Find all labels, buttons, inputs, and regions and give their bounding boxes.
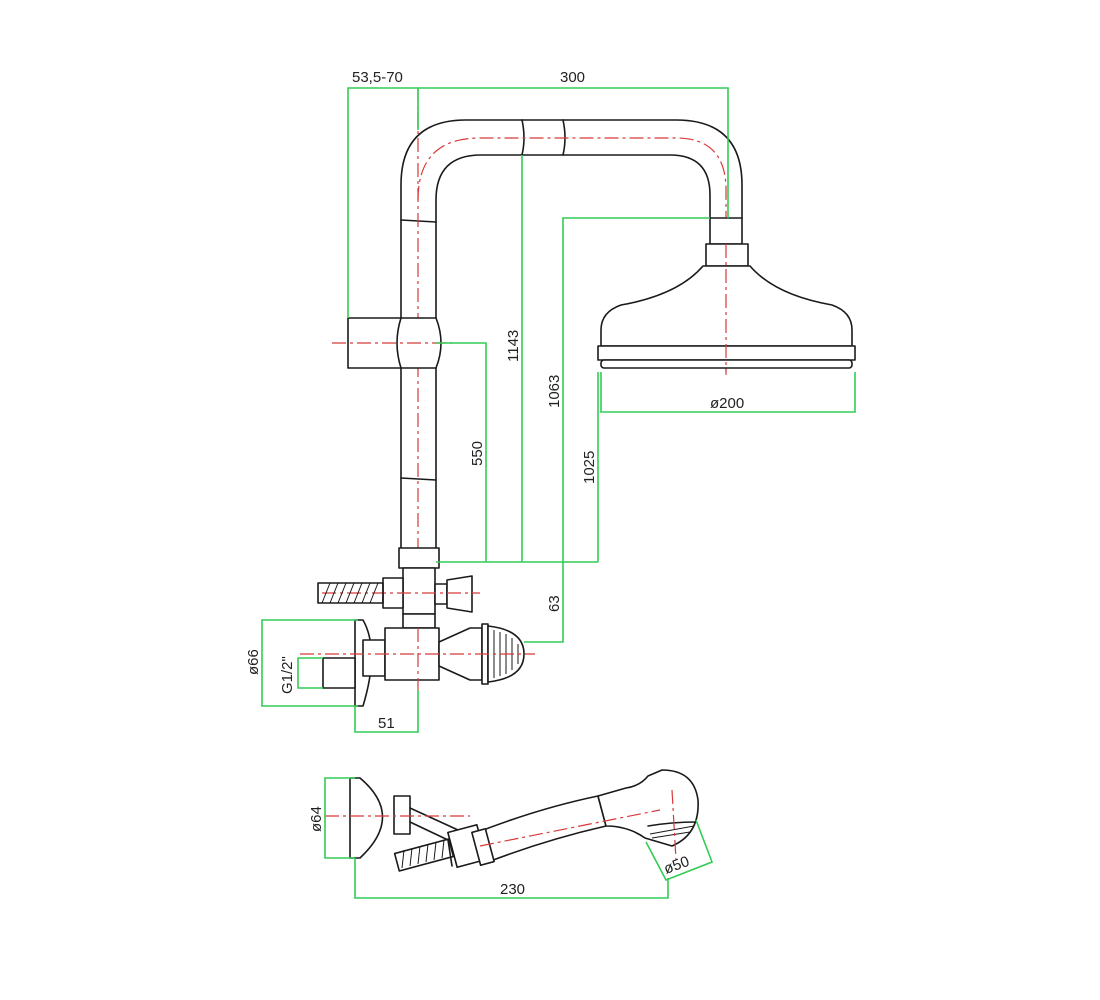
dim-handset-head-diameter: ø50 [662, 853, 692, 878]
diverter-valve [322, 547, 480, 615]
dim-arm-offset: 53,5-70 [352, 69, 403, 86]
dimension-labels: 53,5-70 300 1143 1063 550 1025 ø200 63 ø… [245, 69, 744, 898]
dim-flange-diameter: ø66 [245, 649, 262, 675]
slider-bracket [332, 317, 452, 369]
dim-head-height: 1063 [546, 375, 563, 408]
dim-handset-length: 230 [500, 881, 525, 898]
dim-arm-length: 300 [560, 69, 585, 86]
dimension-lines [261, 87, 856, 899]
dim-total-height: 1143 [505, 330, 522, 362]
hose-upper [317, 582, 384, 604]
dim-inlet-offset: 63 [546, 595, 563, 612]
hand-shower [325, 769, 699, 872]
dim-head-bottom-height: 1025 [581, 451, 598, 484]
dim-slider-height: 550 [469, 441, 486, 466]
dim-inlet-depth: 51 [378, 715, 395, 732]
dim-handset-base-diameter: ø64 [308, 806, 325, 832]
shower-head [597, 217, 856, 372]
thermostatic-mixer [300, 613, 535, 707]
riser-pipe [400, 88, 743, 650]
dim-head-diameter: ø200 [710, 395, 744, 412]
dim-thread: G1/2" [279, 656, 296, 694]
